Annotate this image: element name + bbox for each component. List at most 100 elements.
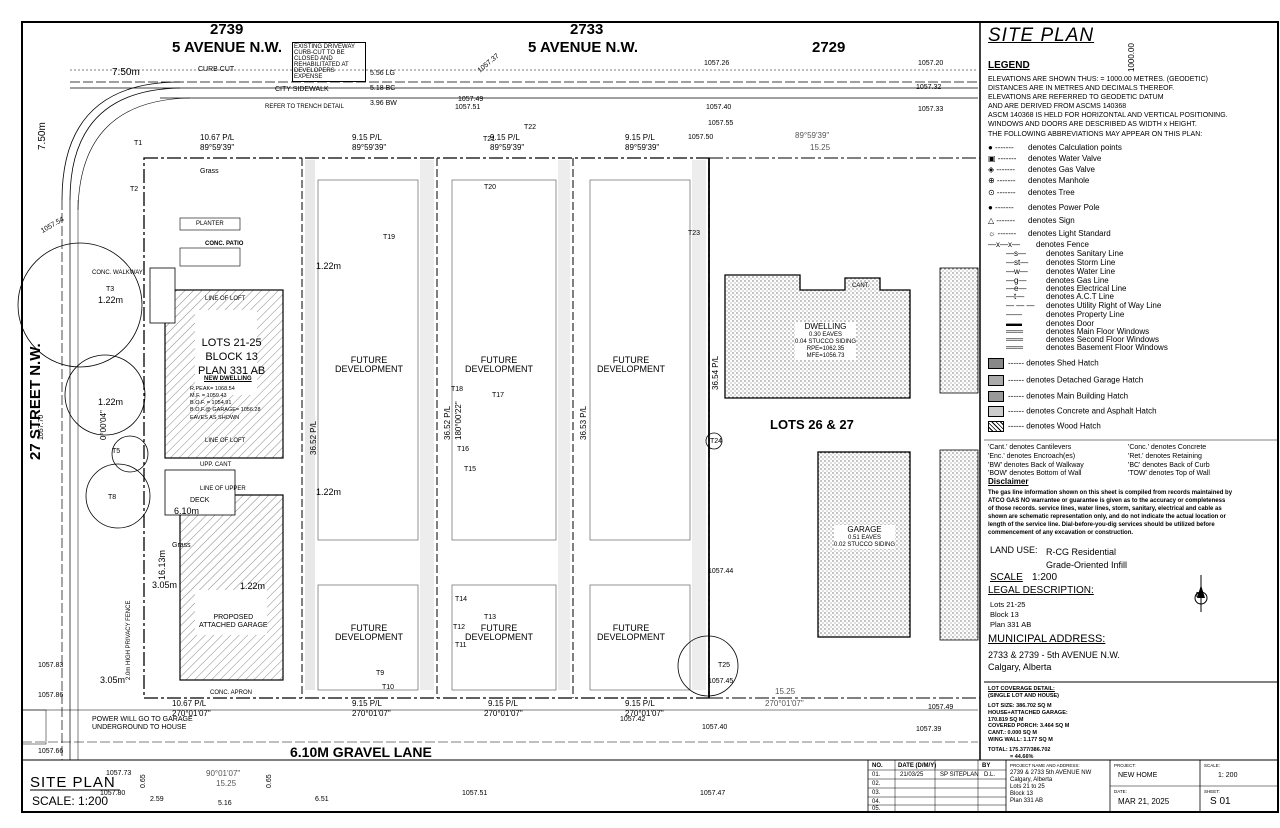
brg-bot-right: 270°01'07" <box>765 699 804 708</box>
legend-item: ------ denotes Detached Garage Hatch <box>988 375 1143 386</box>
tree-t3: T3 <box>106 286 115 293</box>
dim-15-25-bot: 15.25 <box>775 687 796 696</box>
brg-c: 89°59'39" <box>625 143 660 152</box>
bc-label: 5.18 BC <box>370 85 396 92</box>
dim-36-52: 36.52 P/L <box>309 420 318 455</box>
elev-9: 1057.49 <box>458 96 484 103</box>
city-sidewalk-label: CITY SIDEWALK <box>275 86 329 93</box>
pl-9-15-bot-a: 9.15 P/L <box>352 699 382 708</box>
elev-2: 1057.26 <box>704 60 730 67</box>
dim-15-25-top: 15.25 <box>810 143 831 152</box>
brg-bot-c: 270°01'07" <box>625 709 664 718</box>
tb-project-type: NEW HOME <box>1118 772 1158 779</box>
privacy-fence-label: 2.0m HIGH PRIVACY FENCE <box>126 600 132 680</box>
dim-6-10: 6.10m <box>174 506 200 516</box>
legend-head: LEGEND <box>988 60 1030 71</box>
legend-item: —e—denotes Electrical Line <box>1006 284 1127 293</box>
dim-1-22-e: 1.22m <box>240 581 266 591</box>
legal-head: LEGAL DESCRIPTION: <box>988 585 1094 596</box>
address-2739: 2739 <box>210 21 244 38</box>
elev-21: 1057.40 <box>702 724 728 731</box>
future-dev-4: FUTURE DEVELOPMENT <box>334 623 403 642</box>
legend-item: —st—denotes Storm Line <box>1006 258 1116 267</box>
lane-dim-3: 6.51 <box>315 796 329 803</box>
brg-bot-b: 270°01'07" <box>484 709 523 718</box>
disclaimer-head: Disclaimer <box>988 477 1029 486</box>
legend-notes: ELEVATIONS ARE SHOWN THUS: = 1000.00 MET… <box>988 76 1228 138</box>
elev-4: 1057.32 <box>916 84 942 91</box>
elev-18: 1057.51 <box>462 790 488 797</box>
legend-item: ● -------denotes Calculation points <box>988 143 1122 152</box>
tb-sheet-label: SHEET: <box>1204 789 1220 794</box>
new-dwelling-label: NEW DWELLING <box>204 376 252 382</box>
elev-13: 1057.83 <box>38 662 64 669</box>
dim-1-22-a: 1.22m <box>316 261 342 271</box>
abbrev-right: 'Conc.' denotes Concrete'Ret.' denotes R… <box>1128 444 1210 478</box>
legend-item: ------ denotes Shed Hatch <box>988 358 1099 369</box>
elev-20: 1057.42 <box>620 716 646 723</box>
street-top-left: 5 AVENUE N.W. <box>172 39 283 56</box>
tb-scale: 1: 200 <box>1218 772 1238 779</box>
dim-7-50-top: 7.50m <box>112 67 140 78</box>
tree-t11: T11 <box>455 642 467 649</box>
existing-curb-note: EXISTING DRIVEWAY CURB-CUT TO BE CLOSED … <box>292 42 366 82</box>
dwelling-label: DWELLING 0.30 EAVES 0.04 STUCCO SIDING R… <box>795 322 857 361</box>
north-label: N <box>1196 592 1202 599</box>
legend-item: ⊕ -------denotes Manhole <box>988 176 1090 185</box>
lane-dim-1: 2.59 <box>150 796 164 803</box>
tb-date-label-2: DATE: <box>1114 789 1127 794</box>
dim-16-13: 16.13m <box>157 549 167 580</box>
legend-item: —g—denotes Gas Line <box>1006 276 1109 285</box>
conc-apron-label: CONC. APRON <box>210 690 253 696</box>
future-dev-5: FUTURE DEVELOPMENT <box>464 623 533 642</box>
tree-t22: T22 <box>524 124 537 131</box>
line-of-upper-label: LINE OF UPPER <box>200 486 246 492</box>
legend-item: ═══denotes Second Floor Windows <box>1006 335 1159 344</box>
legend-item: —w—denotes Water Line <box>1006 267 1116 276</box>
legend-item: —x—x—denotes Fence <box>988 240 1089 249</box>
dim-3-05-a: 3.05m <box>100 675 126 685</box>
planter-label: PLANTER <box>196 221 224 227</box>
trench-note: REFER TO TRENCH DETAIL <box>265 104 344 110</box>
elev-15: 1057.66 <box>38 748 64 755</box>
legend-item: ▣ -------denotes Water Valve <box>988 154 1102 163</box>
cant-label: CANT. <box>852 283 870 289</box>
tree-t8: T8 <box>108 494 117 501</box>
tree-t23: T23 <box>688 230 701 237</box>
future-dev-1: FUTURE DEVELOPMENT <box>334 355 403 374</box>
tree-t15: T15 <box>464 466 477 473</box>
dim-36-54: 36.54 P/L <box>711 355 720 390</box>
curb-cut-label: CURB CUT <box>198 66 235 73</box>
abbrev-left: 'Cant.' denotes Cantilevers'Enc.' denote… <box>988 444 1084 478</box>
pl-9-15-c: 9.15 P/L <box>625 133 655 142</box>
legend-item: ═══denotes Basement Floor Windows <box>1006 343 1168 352</box>
legend-item: ⊙ -------denotes Tree <box>988 188 1075 197</box>
tb-row-5: 05. <box>872 806 881 812</box>
pl-9-15-b: 9.15 P/L <box>490 133 520 142</box>
legend-item: —s—denotes Sanitary Line <box>1006 249 1124 258</box>
tb-row-4: 04. <box>872 799 881 805</box>
elev-25: 1057.49 <box>928 704 954 711</box>
tb-by-label: BY <box>982 763 991 769</box>
dim-36-52-b: 36.52 P/L <box>443 405 452 440</box>
legend-item: ═══denotes Main Floor Windows <box>1006 327 1150 336</box>
tb-rev-desc: SP SITEPLAN <box>940 772 979 778</box>
land-use-label: LAND USE: <box>990 545 1038 555</box>
dim-1-22-b: 1.22m <box>316 487 342 497</box>
lane-label: 6.10M GRAVEL LANE <box>290 744 432 760</box>
brg-right: 89°59'39" <box>795 131 830 140</box>
tb-project-label: PROJECT NAME AND ADDRESS: <box>1010 763 1080 768</box>
legend-title: SITE PLAN <box>988 25 1095 46</box>
brg-top-1: 89°59'39" <box>200 143 235 152</box>
pl-9-15-bot-c: 9.15 P/L <box>625 699 655 708</box>
tb-no-label: NO. <box>872 763 883 769</box>
dim-3-05-b: 3.05m <box>152 580 178 590</box>
tree-t5: T5 <box>112 448 121 455</box>
coverage-detail: LOT COVERAGE DETAIL: (SINGLE LOT AND HOU… <box>988 686 1070 760</box>
tb-scale-label: SCALE: <box>1204 763 1221 768</box>
